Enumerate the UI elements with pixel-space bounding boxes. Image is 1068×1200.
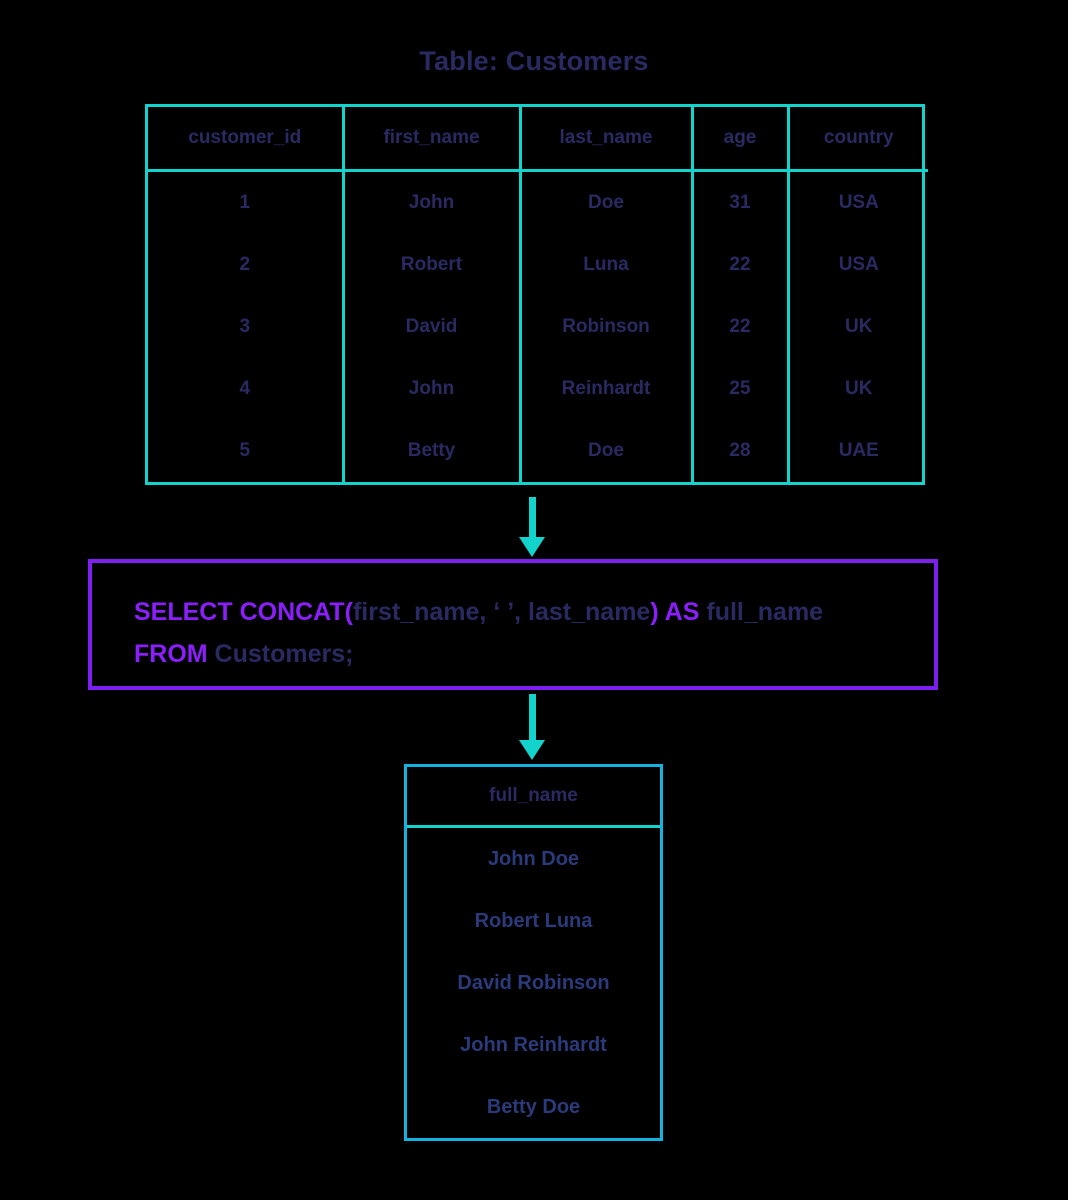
table-row: 5 Betty Doe 28 UAE — [148, 420, 928, 482]
column-header-first-name: first_name — [343, 107, 522, 172]
source-customers-table: customer_id first_name last_name age cou… — [145, 104, 928, 485]
table-row: 3 David Robinson 22 UK — [148, 296, 928, 358]
cell-age: 31 — [692, 170, 790, 234]
cell-customer-id: 3 — [148, 296, 345, 358]
arrow-shaft — [529, 694, 536, 742]
cell-country: USA — [838, 192, 879, 213]
sql-table-customers: Customers; — [214, 640, 354, 668]
cell-country: UK — [845, 316, 873, 337]
cell-full-name: David Robinson — [457, 971, 610, 994]
arrow-down-icon — [517, 497, 547, 559]
cell-first-name: Robert — [343, 234, 522, 296]
column-header-customer-id: customer_id — [148, 107, 345, 172]
sql-alias-full-name: full_name — [706, 598, 824, 626]
sql-keyword-from: FROM — [134, 640, 215, 668]
sql-keyword-select-concat: SELECT CONCAT( — [134, 598, 353, 626]
cell-country: USA — [838, 254, 879, 275]
cell-country: UAE — [838, 440, 879, 461]
result-header-row: full_name — [407, 767, 660, 828]
table-row: 1 John Doe 31 USA — [148, 170, 928, 234]
arrow-down-icon — [517, 694, 547, 764]
arrow-head — [519, 537, 545, 557]
cell-age: 22 — [692, 296, 790, 358]
arrow-head — [519, 740, 545, 760]
table-header-row: customer_id first_name last_name age cou… — [148, 107, 928, 172]
cell-first-name: David — [343, 296, 522, 358]
table-row: 2 Robert Luna 22 USA — [148, 234, 928, 296]
column-header-country: country — [788, 107, 928, 172]
cell-customer-id: 5 — [148, 420, 345, 482]
cell-last-name: Robinson — [520, 296, 694, 358]
cell-customer-id: 2 — [148, 234, 345, 296]
cell-age: 22 — [692, 234, 790, 296]
table-row: Betty Doe — [407, 1076, 660, 1138]
result-table: full_name John Doe Robert Luna David Rob… — [404, 764, 663, 1141]
table-row: 4 John Reinhardt 25 UK — [148, 358, 928, 420]
table-row: John Reinhardt — [407, 1014, 660, 1076]
cell-age: 25 — [692, 358, 790, 420]
cell-customer-id: 4 — [148, 358, 345, 420]
column-header-full-name: full_name — [407, 767, 660, 828]
cell-full-name: Robert Luna — [474, 909, 593, 932]
cell-last-name: Reinhardt — [520, 358, 694, 420]
table-row: John Doe — [407, 827, 660, 891]
sql-query-box: SELECT CONCAT(first_name, ‘ ’, last_name… — [88, 559, 938, 690]
cell-last-name: Doe — [520, 420, 694, 482]
sql-concat-arguments: first_name, ‘ ’, last_name — [352, 598, 651, 626]
cell-customer-id: 1 — [148, 170, 345, 234]
cell-full-name: Betty Doe — [486, 1095, 581, 1118]
cell-full-name: John Reinhardt — [460, 1033, 607, 1056]
cell-last-name: Luna — [520, 234, 694, 296]
cell-full-name: John Doe — [487, 847, 580, 870]
table-row: Robert Luna — [407, 890, 660, 952]
cell-first-name: John — [343, 170, 522, 234]
sql-query-text: SELECT CONCAT(first_name, ‘ ’, last_name… — [134, 591, 823, 675]
table-row: David Robinson — [407, 952, 660, 1014]
column-header-age: age — [692, 107, 790, 172]
cell-last-name: Doe — [520, 170, 694, 234]
cell-first-name: John — [343, 358, 522, 420]
sql-keyword-as: ) AS — [650, 598, 707, 626]
cell-first-name: Betty — [343, 420, 522, 482]
arrow-shaft — [529, 497, 536, 539]
column-header-last-name: last_name — [520, 107, 694, 172]
cell-country: UK — [845, 378, 873, 399]
cell-age: 28 — [692, 420, 790, 482]
page-title: Table: Customers — [419, 46, 649, 76]
